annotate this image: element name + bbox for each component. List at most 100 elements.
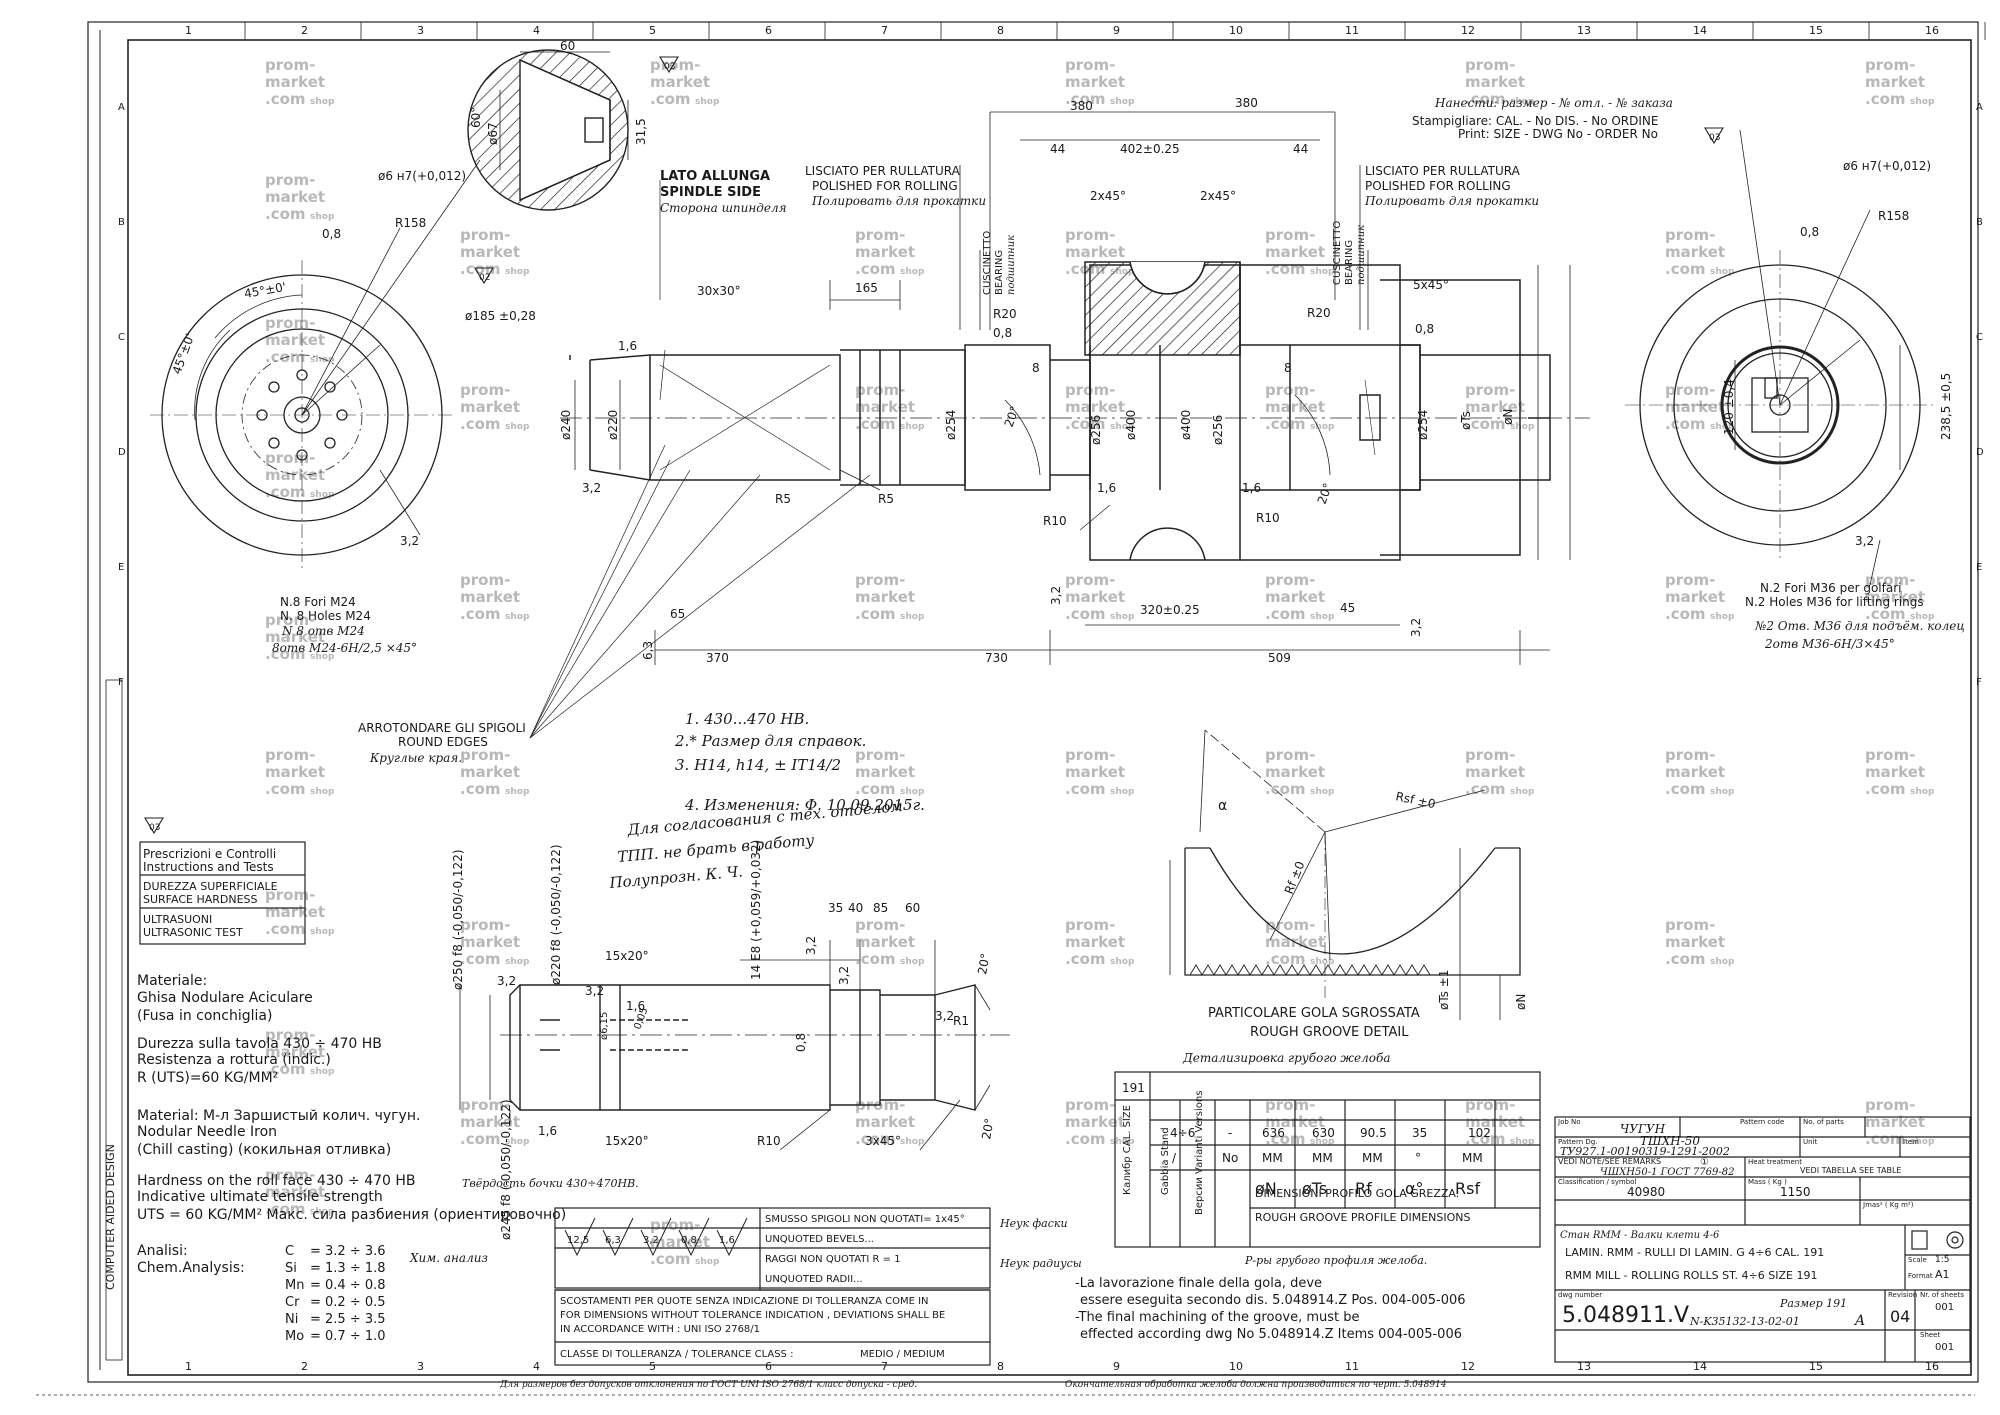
watermark-line1: prom-: [1065, 571, 1115, 589]
dim-65: 65: [670, 607, 685, 621]
watermark-line2: market: [265, 466, 325, 484]
groove-caption-it: PARTICOLARE GOLA SGROSSATA: [1208, 1006, 1420, 1021]
finish-check-icon: [678, 1217, 710, 1257]
bevels-ru: Неук фаски: [999, 1217, 1068, 1230]
dim-238: 238,5 ±0,5: [1939, 373, 1953, 440]
size-cell: No: [1222, 1151, 1238, 1165]
col-number-top: 14: [1693, 24, 1707, 37]
dim-30x30: 30x30°: [697, 284, 741, 298]
dim-44-a: 44: [1050, 142, 1065, 156]
watermark-shop: shop: [1110, 787, 1135, 797]
watermark-shop: shop: [695, 1257, 720, 1267]
watermark-shop: shop: [1110, 1137, 1135, 1147]
ra-08-b: 0,8: [1415, 322, 1434, 336]
size-caption-ru: Р-ры грубого профиля желоба.: [1244, 1254, 1427, 1267]
spindle-side-ru: Сторона шпинделя: [660, 201, 787, 215]
size-cell: 102: [1468, 1126, 1491, 1140]
watermark-line3: .com: [265, 780, 306, 798]
watermark-line3: .com: [1665, 415, 1706, 433]
chamfer-3x45: 3x45°: [865, 1134, 901, 1148]
watermark-line1: prom-: [265, 746, 315, 764]
tb-title-en: RMM MILL - ROLLING ROLLS ST. 4÷6 SIZE 19…: [1565, 1269, 1817, 1282]
watermark-shop: shop: [1110, 422, 1135, 432]
watermark-line2: market: [265, 1183, 325, 1201]
ra-32-detail-a: 3,2: [497, 974, 516, 988]
watermark-line3: .com: [1065, 415, 1106, 433]
watermark-line1: prom-: [460, 381, 510, 399]
mat-3: (Fusa in conchiglia): [137, 1008, 272, 1024]
watermark-shop: shop: [1310, 957, 1335, 967]
dia-254-a: ø254: [944, 410, 958, 440]
col-number-top: 5: [649, 24, 656, 37]
size-cell: /: [1172, 1151, 1177, 1165]
watermark-line3: .com: [1465, 415, 1506, 433]
watermark-shop: shop: [1710, 422, 1735, 432]
watermark-shop: shop: [1310, 1137, 1335, 1147]
dim-165: 165: [855, 281, 878, 295]
spindle-side-it: LATO ALLUNGA: [660, 169, 770, 184]
spec-row-5: ULTRASUONI: [143, 913, 212, 926]
watermark-line3: .com: [460, 1130, 501, 1148]
watermark-line3: .com: [1665, 605, 1706, 623]
bore-fit-right: ø6 н7(+0,012): [1843, 159, 1931, 173]
bearing-it-right: CUSCINETTO: [1332, 221, 1343, 285]
watermark-line2: market: [855, 243, 915, 261]
watermark-shop: shop: [505, 422, 530, 432]
tb-heat-label: Heat treatment: [1748, 1158, 1802, 1166]
mat-10: Hardness on the roll face 430 ÷ 470 HB: [137, 1173, 416, 1189]
watermark-shop: shop: [505, 957, 530, 967]
finish-check-icon: [716, 1217, 748, 1257]
chem-range: = 0.4 ÷ 0.8: [310, 1278, 386, 1293]
ra-32-detail-c: 3,2: [804, 936, 818, 955]
watermark-line3: .com: [855, 780, 896, 798]
watermark-line1: prom-: [1665, 746, 1715, 764]
watermark-line2: market: [1065, 398, 1125, 416]
watermark-shop: shop: [310, 355, 335, 365]
analysis-label-1: Analisi:: [137, 1243, 188, 1259]
watermark-line3: .com: [1465, 90, 1506, 108]
radii-it: RAGGI NON QUOTATI R = 1: [765, 1254, 901, 1265]
watermark-shop: shop: [1310, 267, 1335, 277]
ra-32-b: 3,2: [1049, 586, 1063, 605]
r20-a: R20: [993, 307, 1017, 321]
ra-16-b: 1,6: [1097, 481, 1116, 495]
tb-unit-label: Unit: [1803, 1138, 1818, 1146]
watermark-line3: .com: [460, 415, 501, 433]
ra-32-right: 3,2: [1855, 534, 1874, 548]
note-3: 3. H14, h14, ± IT14/2: [675, 756, 841, 774]
col-number-bottom: 13: [1577, 1360, 1591, 1373]
ra-63: 6,3: [641, 641, 655, 660]
watermark-line3: .com: [855, 1130, 896, 1148]
tolerance-bottom-ru: Для размеров без допусков отклонения по …: [499, 1379, 917, 1390]
watermark-line2: market: [265, 903, 325, 921]
size-symbol: Rf: [1355, 1179, 1372, 1198]
watermark-line1: prom-: [1865, 1096, 1915, 1114]
watermark-line3: .com: [265, 483, 306, 501]
mat-12: UTS = 60 KG/MM² Макс. сила разбиения (ор…: [137, 1207, 566, 1223]
watermark-line3: .com: [1065, 605, 1106, 623]
dia-n: øN: [1501, 409, 1515, 425]
drawing-frame: [36, 21, 1979, 1396]
size-symbol: øTs: [1302, 1179, 1327, 1198]
dim-85: 85: [873, 901, 888, 915]
watermark-shop: shop: [1310, 787, 1335, 797]
watermark-shop: shop: [1910, 612, 1935, 622]
dim-67: ø67: [486, 122, 500, 145]
watermark-line2: market: [1265, 243, 1325, 261]
col-number-top: 12: [1461, 24, 1475, 37]
tb-title-ru: Стан RMM - Валки клети 4-6: [1560, 1230, 1720, 1241]
col-number-bottom: 2: [301, 1360, 308, 1373]
angle-20-b: 20°: [1315, 481, 1335, 506]
dim-509: 509: [1268, 651, 1291, 665]
row-letter-left: E: [118, 562, 124, 573]
r20-b: R20: [1307, 306, 1331, 320]
finish-value: 6,3: [605, 1235, 621, 1246]
dim-60-detail: 60: [905, 901, 920, 915]
col-number-bottom: 15: [1809, 1360, 1823, 1373]
flag-03-right: 03: [1709, 133, 1720, 143]
size-symbol: α°: [1405, 1179, 1424, 1198]
watermark-line3: .com: [1865, 90, 1906, 108]
watermark-line1: prom-: [1465, 381, 1515, 399]
row-letter-left: C: [118, 332, 125, 343]
